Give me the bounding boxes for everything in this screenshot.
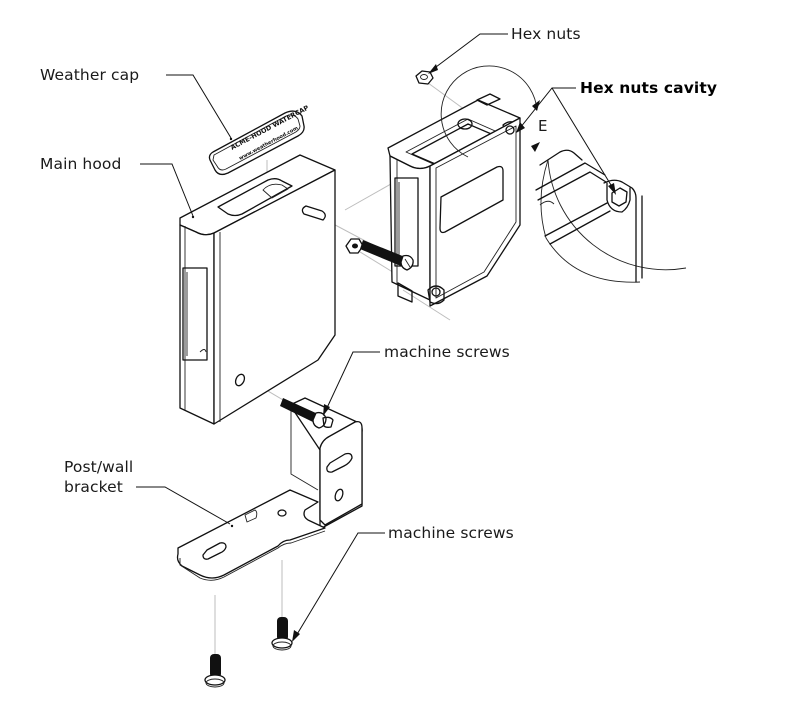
bracket-upper-machine-screw [280,398,334,429]
main-hood [179,154,336,425]
bracket-machine-screw-left [204,654,226,688]
detail-view-e [535,149,687,283]
bracket-machine-screw-right [271,617,293,651]
label-post-wall-bracket-line2: bracket [64,478,123,496]
hex-nut-side [345,238,364,254]
side-machine-screw [360,240,414,271]
label-machine-screws-upper: machine screws [384,343,510,361]
post-wall-bracket [176,397,363,581]
detail-circle-e [440,65,540,158]
sensor-body [387,93,521,307]
detail-view-letter: E [538,117,548,135]
label-hex-nuts-cavity: Hex nuts cavity [580,79,718,97]
label-hex-nuts: Hex nuts [511,25,581,43]
label-machine-screws-lower: machine screws [388,524,514,542]
label-main-hood: Main hood [40,155,122,173]
hex-nut-top [415,70,434,85]
leader-lines [136,33,616,642]
label-weather-cap: Weather cap [40,66,140,84]
label-post-wall-bracket-line1: Post/wall [64,458,134,476]
